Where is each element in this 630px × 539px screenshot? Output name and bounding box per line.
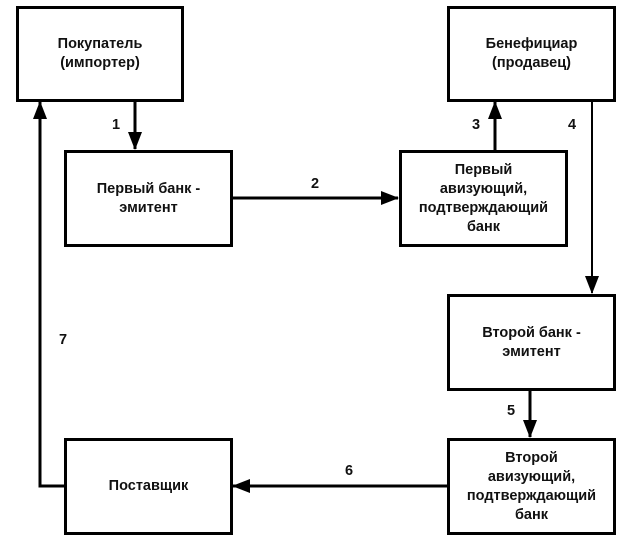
node-first-advising-bank-label: Первый авизующий, подтверждающий банк [418, 161, 549, 235]
edge-label-1: 1 [112, 117, 121, 133]
node-supplier-label: Поставщик [108, 478, 189, 494]
edge-label-6: 6 [345, 463, 354, 479]
edge-label-5: 5 [507, 403, 516, 419]
node-second-issuing-bank-label: Второй банк - эмитент [482, 324, 581, 360]
node-first-issuing-bank: Первый банк - эмитент [64, 150, 233, 247]
edge-label-4: 4 [568, 117, 577, 133]
node-beneficiary-label: Бенефициар (продавец) [485, 36, 578, 71]
node-first-issuing-bank-label: Первый банк - эмитент [96, 180, 201, 216]
arrow-7 [33, 101, 64, 488]
node-beneficiary: Бенефициар (продавец) [447, 6, 616, 102]
edge-label-7: 7 [59, 332, 68, 348]
node-buyer: Покупатель (импортер) [16, 6, 184, 102]
node-supplier: Поставщик [64, 438, 233, 535]
node-second-advising-bank: Второй авизующий, подтверждающий банк [447, 438, 616, 535]
node-second-issuing-bank: Второй банк - эмитент [447, 294, 616, 391]
edge-label-2: 2 [311, 176, 320, 192]
node-second-advising-bank-label: Второй авизующий, подтверждающий банк [466, 449, 597, 523]
edge-label-3: 3 [472, 117, 481, 133]
node-first-advising-bank: Первый авизующий, подтверждающий банк [399, 150, 568, 247]
node-buyer-label: Покупатель (импортер) [57, 36, 143, 71]
